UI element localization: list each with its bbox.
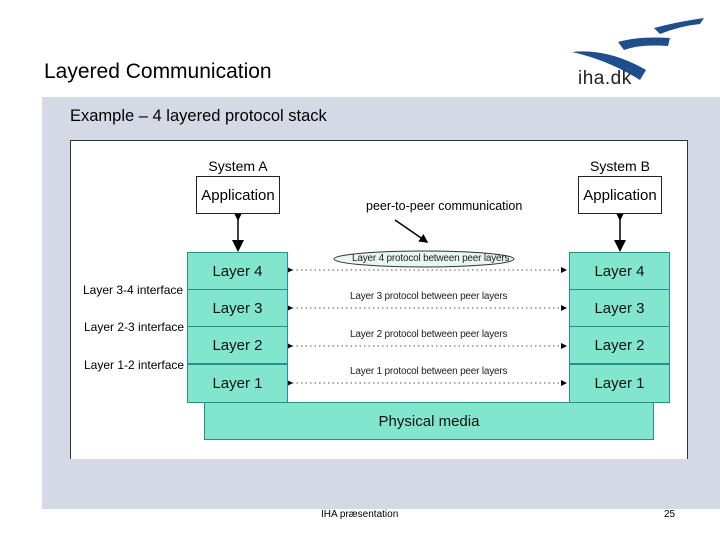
logo-text: iha.dk (578, 68, 632, 89)
physical-media: Physical media (204, 402, 654, 440)
peer-to-peer-label: peer-to-peer communication (366, 199, 523, 213)
protocol-label-layer-3: Layer 3 protocol between peer layers (350, 291, 508, 302)
peer-pointer-arrow (394, 219, 429, 243)
system-a-application: Application (196, 176, 280, 214)
system-b-layer-3: Layer 3 (569, 289, 670, 327)
page-number: 25 (664, 509, 676, 520)
interface-label-2-3: Layer 2-3 interface (84, 320, 185, 334)
interface-label-3-4: Layer 3-4 interface (83, 283, 184, 297)
system-b-label: System B (590, 158, 650, 174)
system-a-layer-1: Layer 1 (187, 364, 288, 403)
slide-subtitle: Example – 4 layered protocol stack (70, 107, 327, 125)
iha-logo-icon (572, 18, 704, 80)
footer-text: IHA præsentation (321, 509, 399, 520)
system-b-layer-1: Layer 1 (569, 364, 670, 403)
logo-wing-2 (618, 37, 670, 50)
system-a-label: System A (208, 158, 268, 174)
protocol-label-layer-4: Layer 4 protocol between peer layers (352, 253, 510, 264)
system-b-layer-2: Layer 2 (569, 326, 670, 364)
slide-title: Layered Communication (44, 60, 272, 83)
protocol-label-layer-1: Layer 1 protocol between peer layers (350, 366, 508, 377)
system-a-layer-4: Layer 4 (187, 252, 288, 290)
system-a-layer-3: Layer 3 (187, 289, 288, 327)
interface-label-1-2: Layer 1-2 interface (84, 358, 185, 372)
system-b-application: Application (578, 176, 662, 214)
logo-wing-1 (572, 51, 646, 80)
system-b-layer-4: Layer 4 (569, 252, 670, 290)
protocol-label-layer-2: Layer 2 protocol between peer layers (350, 329, 508, 340)
system-a-layer-2: Layer 2 (187, 326, 288, 364)
logo-wing-3 (654, 18, 704, 34)
